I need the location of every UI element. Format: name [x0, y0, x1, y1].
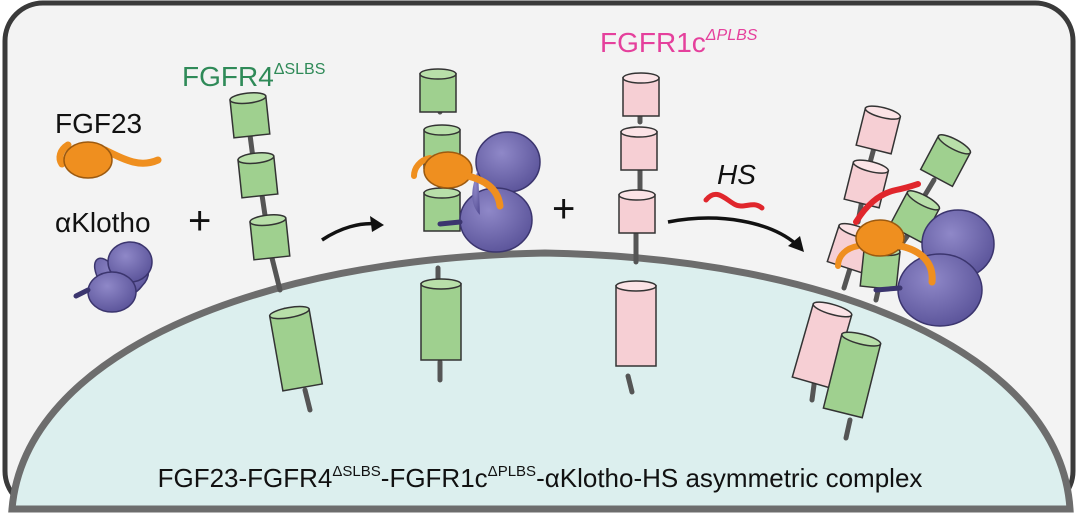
caption: FGF23-FGFR4ΔSLBS-FGFR1cΔPLBS-αKlotho-HS … [158, 463, 923, 493]
fgfr4-label-sup: ΔSLBS [274, 61, 326, 78]
caption-part-1: FGF23-FGFR4 [158, 463, 333, 493]
klotho-legend [73, 241, 153, 313]
caption-sup-2: ΔPLBS [488, 463, 536, 480]
fgf23-legend-ligand [56, 141, 162, 179]
plus-sign-1: + [188, 199, 211, 243]
caption-sup-1: ΔSLBS [332, 463, 380, 480]
plus-sign-2: + [552, 187, 575, 231]
caption-part-3: -αKlotho-HS asymmetric complex [536, 463, 922, 493]
fgfr4-receptor [229, 92, 324, 413]
fgfr1c-label-base: FGFR1c [600, 27, 706, 58]
caption-part-2: -FGFR1c [381, 463, 488, 493]
hs-label: HS [717, 159, 756, 190]
fgf23-label: FGF23 [55, 108, 142, 139]
arrow-1 [321, 216, 384, 242]
fgfr1c-receptor [615, 72, 660, 395]
arrow-2 [667, 216, 804, 252]
fgfr1c-label-sup: ΔPLBS [705, 27, 758, 44]
klotho-label: αKlotho [55, 207, 151, 238]
fgfr1c-label: FGFR1cΔPLBS [600, 27, 758, 58]
fgfr4-label: FGFR4ΔSLBS [182, 61, 325, 92]
asymmetric-complex [791, 105, 995, 441]
fgfr4-klotho-complex [411, 68, 541, 383]
hs-chain [703, 191, 765, 211]
fgfr4-label-base: FGFR4 [182, 61, 274, 92]
